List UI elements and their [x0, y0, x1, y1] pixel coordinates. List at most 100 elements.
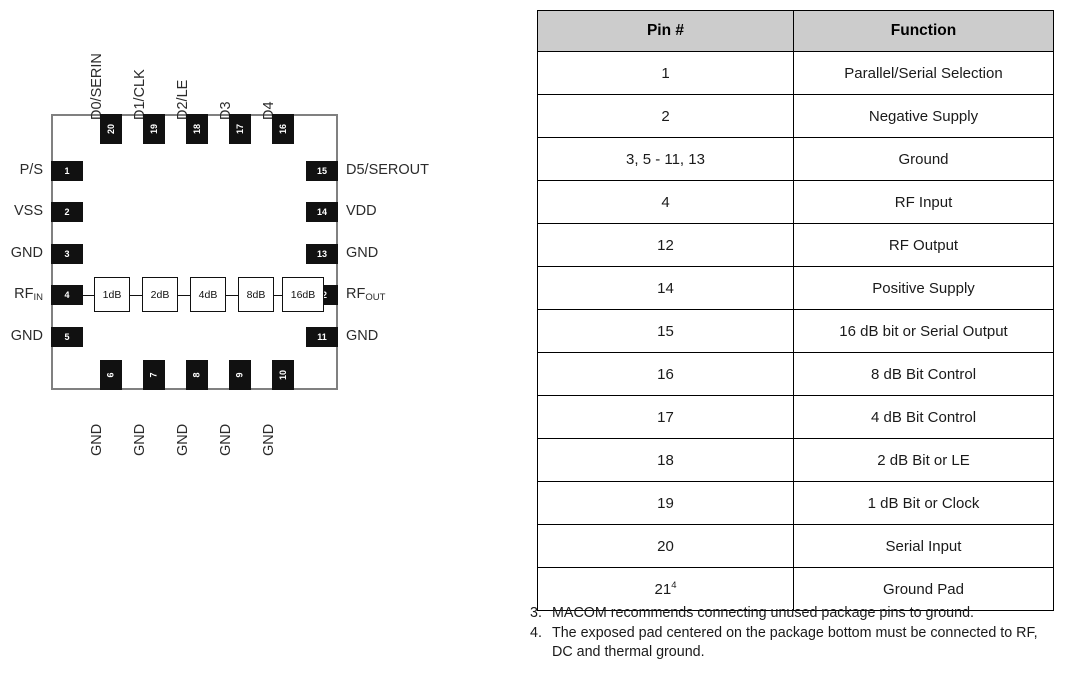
table-row: 214 Ground Pad — [537, 567, 1054, 611]
pin-pad-19: 19 — [143, 114, 165, 144]
pin-label-4: RFIN — [0, 286, 44, 303]
cell-pin: 2 — [537, 94, 794, 138]
pin-number-13: 13 — [316, 249, 327, 259]
pin-number-14: 14 — [316, 207, 327, 217]
cell-function: Ground — [793, 137, 1054, 181]
pin-pad-20: 20 — [100, 114, 122, 144]
attenuator-stage-16db: 16dB — [282, 277, 324, 312]
pin-pad-11: 11 — [306, 327, 338, 347]
pin-label-12-base: RF — [346, 286, 366, 302]
wire-stage4-to-stage5 — [274, 294, 282, 297]
pin-label-9: GND — [218, 423, 234, 456]
wire-stage1-to-stage2 — [130, 294, 142, 297]
attenuator-stage-1db: 1dB — [94, 277, 130, 312]
attenuator-stage-1db-label: 1dB — [102, 288, 122, 301]
column-header-pin: Pin # — [537, 10, 794, 52]
attenuator-stage-8db: 8dB — [238, 277, 274, 312]
cell-pin: 16 — [537, 352, 794, 396]
pin-pad-18: 18 — [186, 114, 208, 144]
pin-pad-3: 3 — [51, 244, 83, 264]
pin-label-7: GND — [132, 423, 148, 456]
cell-function: Serial Input — [793, 524, 1054, 568]
cell-function: 8 dB Bit Control — [793, 352, 1054, 396]
pin-number-11: 11 — [317, 332, 327, 342]
pin-pad-16: 16 — [272, 114, 294, 144]
column-header-function: Function — [793, 10, 1054, 52]
pin-number-3: 3 — [64, 249, 70, 259]
pin-number-7: 7 — [148, 372, 159, 378]
pin-number-5: 5 — [64, 332, 70, 342]
table-row: 15 16 dB bit or Serial Output — [537, 309, 1054, 353]
cell-function: Positive Supply — [793, 266, 1054, 310]
wire-stage3-to-stage4 — [226, 294, 238, 297]
table-row: 20 Serial Input — [537, 524, 1054, 568]
pin-label-19: D1/CLK — [132, 69, 148, 120]
pin-label-11: GND — [346, 328, 379, 344]
table-row: 1 Parallel/Serial Selection — [537, 51, 1054, 95]
pin-label-15: D5/SEROUT — [346, 162, 429, 178]
pin-number-19: 19 — [148, 123, 159, 135]
footnote-4: 4. The exposed pad centered on the packa… — [530, 624, 1050, 662]
attenuator-stage-4db: 4dB — [190, 277, 226, 312]
pin-number-8: 8 — [191, 372, 202, 378]
footnotes-block: 3. MACOM recommends connecting unused pa… — [530, 604, 1050, 663]
attenuator-stage-2db: 2dB — [142, 277, 178, 312]
pin-label-3: GND — [10, 245, 43, 261]
table-row: 12 RF Output — [537, 223, 1054, 267]
pin-pad-10: 10 — [272, 360, 294, 390]
pin-number-16: 16 — [277, 123, 288, 135]
pin-label-2: VSS — [13, 203, 43, 219]
cell-pin: 15 — [537, 309, 794, 353]
attenuator-stage-2db-label: 2dB — [150, 288, 170, 301]
cell-function: 4 dB Bit Control — [793, 395, 1054, 439]
cell-pin: 18 — [537, 438, 794, 482]
cell-pin: 17 — [537, 395, 794, 439]
footnote-4-text: The exposed pad centered on the package … — [552, 624, 1038, 660]
pin-label-4-sub: IN — [33, 292, 44, 303]
pin-pad-8: 8 — [186, 360, 208, 390]
table-row: 16 8 dB Bit Control — [537, 352, 1054, 396]
pin-label-12: RFOUT — [346, 286, 385, 303]
pin-number-9: 9 — [234, 372, 245, 378]
pin-label-13: GND — [346, 245, 379, 261]
footnote-3: 3. MACOM recommends connecting unused pa… — [530, 604, 1050, 623]
pin-label-1: P/S — [19, 162, 43, 178]
attenuator-stage-16db-label: 16dB — [290, 288, 316, 301]
table-row: 17 4 dB Bit Control — [537, 395, 1054, 439]
pin-label-5: GND — [10, 328, 43, 344]
cell-pin: 19 — [537, 481, 794, 525]
pin-pad-9: 9 — [229, 360, 251, 390]
pin-pad-2: 2 — [51, 202, 83, 222]
wire-stage2-to-stage3 — [178, 294, 190, 297]
pin-label-8: GND — [175, 423, 191, 456]
pin-pad-5: 5 — [51, 327, 83, 347]
attenuator-stage-4db-label: 4dB — [198, 288, 218, 301]
pin-pad-13: 13 — [306, 244, 338, 264]
attenuator-stage-8db-label: 8dB — [246, 288, 266, 301]
cell-function: RF Input — [793, 180, 1054, 224]
table-row: 19 1 dB Bit or Clock — [537, 481, 1054, 525]
pin-label-20: D0/SERIN — [89, 53, 105, 120]
cell-function: 16 dB bit or Serial Output — [793, 309, 1054, 353]
table-row: 18 2 dB Bit or LE — [537, 438, 1054, 482]
package-outline — [51, 114, 338, 390]
pin-pad-4: 4 — [51, 285, 83, 305]
cell-function: Negative Supply — [793, 94, 1054, 138]
footnote-4-number: 4. — [530, 624, 542, 641]
cell-pin: 1 — [537, 51, 794, 95]
pin-number-20: 20 — [105, 123, 116, 135]
cell-pin: 4 — [537, 180, 794, 224]
footnote-3-number: 3. — [530, 605, 542, 621]
footnote-3-text: MACOM recommends connecting unused packa… — [552, 605, 974, 621]
cell-pin-value: 21 — [654, 581, 672, 598]
pin-pad-14: 14 — [306, 202, 338, 222]
pin-number-15: 15 — [316, 166, 327, 176]
pin-label-10: GND — [261, 423, 277, 456]
cell-function: RF Output — [793, 223, 1054, 267]
cell-function: Parallel/Serial Selection — [793, 51, 1054, 95]
pin-label-6: GND — [89, 423, 105, 456]
pin-pad-7: 7 — [143, 360, 165, 390]
pin-number-10: 10 — [277, 369, 288, 381]
pin-pad-15: 15 — [306, 161, 338, 181]
cell-pin: 20 — [537, 524, 794, 568]
